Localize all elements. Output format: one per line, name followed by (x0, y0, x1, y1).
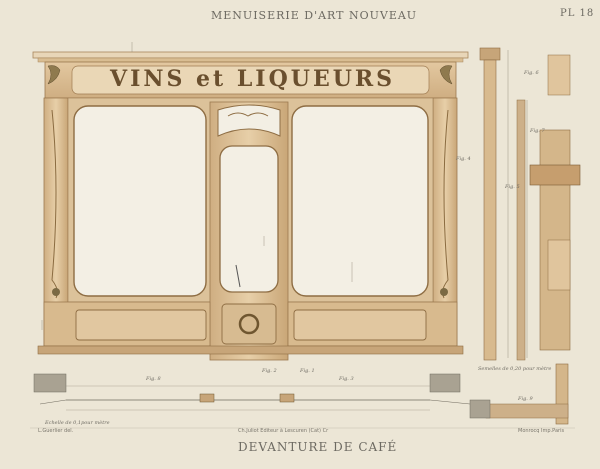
fig9-label: Fig. 9 (518, 396, 533, 402)
fig5-label: Fig. 5 (505, 184, 520, 190)
corner-ornament-left (47, 65, 61, 85)
cornice (32, 51, 469, 99)
fig4-label: Fig. 4 (456, 156, 471, 162)
door-transom-ornament (227, 112, 269, 117)
door-transom (217, 104, 281, 137)
plinth (37, 345, 464, 355)
credit-right: Monrocq Imp.Paris (518, 428, 565, 434)
door-glass (219, 145, 279, 293)
fig1-label: Fig. 1 (300, 368, 315, 374)
fig2-label: Fig. 2 (262, 368, 277, 374)
footer-title: DEVANTURE DE CAFÉ (238, 440, 398, 454)
door-panel (221, 303, 277, 345)
scale-note-right: Semelles de 0,20 pour mètre (478, 366, 552, 372)
plate-number: PL 18 (560, 8, 595, 19)
detail-fig9 (469, 363, 569, 425)
door-wreath (238, 313, 260, 335)
credit-center: Ch.Juliot Editeur à Lescuren (Cat) Cr (238, 428, 329, 434)
fig7-label: Fig. 7 (530, 128, 545, 134)
door-handle (235, 264, 241, 288)
window-left (73, 105, 207, 297)
pillar-left-flower (52, 288, 60, 296)
elevation-dimension-lines (41, 42, 353, 330)
fig3-label: Fig. 3 (339, 376, 354, 382)
corner-ornament-right (439, 65, 453, 85)
pillar-right-flower (440, 288, 448, 296)
scale-note-left: Echelle de 0,1pour mètre (45, 420, 110, 426)
base-panel-left (75, 309, 207, 341)
fig6-label: Fig. 6 (524, 70, 539, 76)
base-panel-right (293, 309, 427, 341)
window-right (291, 105, 429, 297)
plan-section (33, 373, 471, 411)
shop-sign: VINS et LIQUEURS (110, 66, 396, 92)
fig8-label: Fig. 8 (146, 376, 161, 382)
plate-header-title: MENUISERIE D'ART NOUVEAU (211, 9, 418, 22)
side-section (479, 47, 581, 361)
credit-left: L.Guerlier del. (38, 428, 74, 434)
